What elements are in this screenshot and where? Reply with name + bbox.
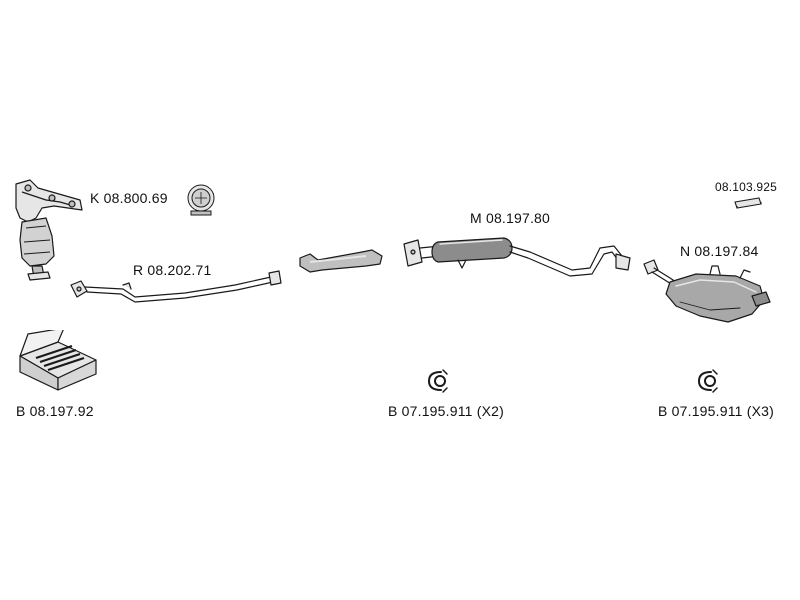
certification-badge-icon xyxy=(187,184,215,216)
catalytic-manifold-label: K 08.800.69 xyxy=(90,190,168,206)
middle-silencer-drawing xyxy=(403,237,631,277)
front-pipe-label: R 08.202.71 xyxy=(133,262,212,278)
mounting-kit-label: B 08.197.92 xyxy=(16,403,94,419)
rear-silencer-label: N 08.197.84 xyxy=(680,243,759,259)
heat-shield-label: 08.103.925 xyxy=(715,180,778,194)
clamp-middle-icon xyxy=(427,369,448,393)
front-pipe-drawing xyxy=(70,270,282,303)
rear-silencer-drawing xyxy=(643,259,771,323)
heat-shield-drawing xyxy=(734,197,762,209)
clamp-middle-label: B 07.195.911 (X2) xyxy=(388,403,504,419)
clamp-rear-label: B 07.195.911 (X3) xyxy=(658,403,774,419)
mounting-kit-drawing xyxy=(19,330,97,391)
clamp-rear-icon xyxy=(697,369,718,393)
middle-silencer-label: M 08.197.80 xyxy=(470,210,551,226)
catalytic-manifold-drawing xyxy=(15,179,83,281)
flex-connector-drawing xyxy=(299,249,383,273)
